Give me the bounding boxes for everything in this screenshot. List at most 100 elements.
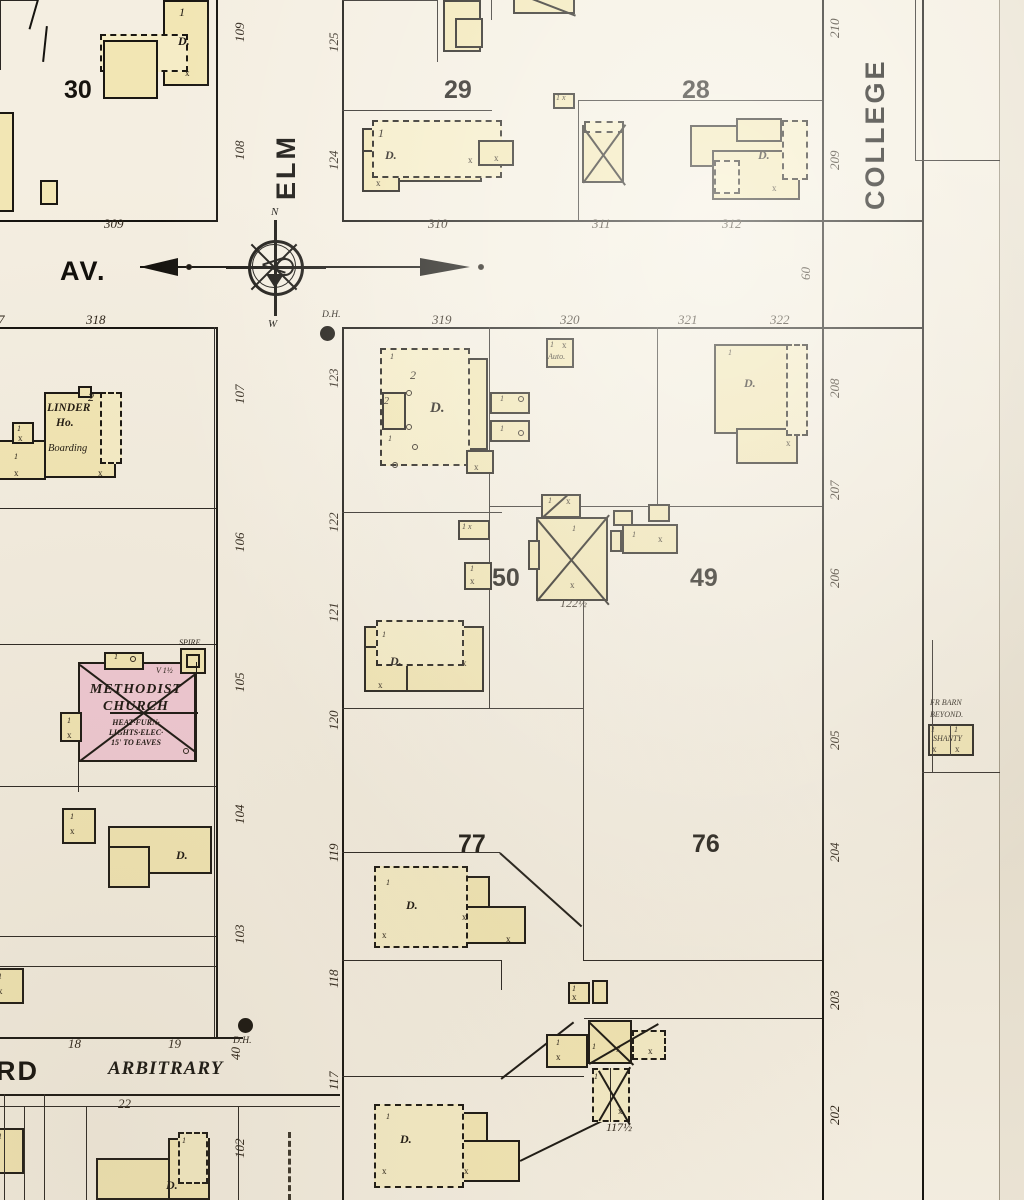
window-122h: x bbox=[570, 580, 575, 590]
hydrant-elm-south bbox=[238, 1018, 253, 1033]
hydrant-label-elm-north: D.H. bbox=[322, 310, 341, 320]
elm-street-west-curb bbox=[216, 0, 218, 222]
lot-line-west-a bbox=[214, 327, 216, 1037]
block-number-49: 49 bbox=[690, 564, 718, 592]
address-320: 320 bbox=[560, 312, 580, 327]
address-317-partial: 7 bbox=[0, 312, 5, 328]
elm-street-east-curb-lower bbox=[342, 327, 344, 1200]
dwelling-label-322: D. bbox=[744, 376, 756, 390]
window-121-b: x bbox=[462, 658, 467, 668]
address-123: 123 bbox=[326, 368, 341, 389]
linder-window-c: x bbox=[98, 468, 103, 478]
window-117h-c: x bbox=[616, 1044, 621, 1054]
lot-line-west-f bbox=[0, 966, 216, 968]
compass-arrow-right bbox=[322, 266, 422, 268]
lot-line-30-b bbox=[0, 0, 38, 2]
window-mark-30: x bbox=[185, 68, 190, 78]
story-322: 1 bbox=[728, 348, 732, 357]
address-107: 107 bbox=[232, 384, 247, 405]
dwelling-label-312: D. bbox=[758, 148, 770, 162]
story-bottom-left: 1 bbox=[182, 1136, 186, 1145]
story-119: 1 bbox=[386, 878, 390, 887]
dot-319-a bbox=[406, 390, 412, 396]
address-205: 205 bbox=[827, 730, 842, 751]
address-103: 103 bbox=[232, 924, 247, 945]
bottom-left-lot-b bbox=[238, 1106, 240, 1200]
dwelling-label-121: D. bbox=[390, 654, 402, 668]
address-204: 204 bbox=[827, 842, 842, 863]
building-319-wing-e1 bbox=[490, 392, 530, 414]
dot-319-f bbox=[518, 430, 524, 436]
building-church-entry-north bbox=[104, 652, 144, 670]
avenue-south-curb-east bbox=[342, 327, 924, 329]
arbitrary-south-curb bbox=[0, 1094, 340, 1096]
compass-west-label: W bbox=[268, 318, 278, 330]
building-49-small-c bbox=[610, 530, 622, 552]
building-312-dash2 bbox=[714, 160, 740, 194]
shanty-window-b: x bbox=[955, 744, 960, 754]
window-319: x bbox=[474, 462, 479, 472]
bottom-left-lot-a bbox=[86, 1106, 88, 1200]
building-50-small-b bbox=[464, 562, 492, 590]
address-202: 202 bbox=[827, 1105, 842, 1126]
building-322-dash bbox=[786, 344, 808, 436]
church-spire-height: V 1½ bbox=[156, 666, 173, 675]
dwelling-label-117: D. bbox=[400, 1132, 412, 1146]
window-103: x bbox=[0, 986, 3, 996]
building-312-dash bbox=[782, 120, 808, 180]
street-label-college: COLLEGE bbox=[860, 58, 890, 210]
auto-garage-label: Auto. bbox=[548, 352, 566, 361]
alley-dashed-line bbox=[288, 1132, 291, 1200]
window-117h-w: x bbox=[556, 1052, 561, 1062]
shanty-story-b: 1 bbox=[954, 725, 958, 734]
lot-line-29-e bbox=[578, 100, 580, 220]
bottom-left-lot-d bbox=[24, 1106, 26, 1200]
auto-garage-window: x bbox=[562, 340, 567, 350]
block-number-30: 30 bbox=[64, 76, 92, 104]
story-319-dash: 1 bbox=[390, 352, 394, 361]
address-125: 125 bbox=[326, 32, 341, 53]
building-118-small-b bbox=[592, 980, 608, 1004]
compass-rose bbox=[226, 220, 326, 316]
window-117: x bbox=[382, 1166, 387, 1176]
building-49-wing bbox=[622, 524, 678, 554]
shanty-lot-line bbox=[922, 772, 1000, 774]
church-entry-window-w: x bbox=[67, 730, 72, 740]
dwelling-label-310: D. bbox=[385, 148, 397, 162]
mark-117h-c: 1 bbox=[592, 1042, 596, 1051]
address-309: 309 bbox=[104, 216, 124, 231]
lot-line-29-b bbox=[342, 110, 492, 112]
auto-garage-story: 1 bbox=[550, 340, 554, 349]
lot-line-c-a bbox=[342, 512, 502, 514]
lot-line-c-h bbox=[342, 960, 502, 962]
story-122h-n: 1 bbox=[548, 496, 552, 505]
dot-319-e bbox=[518, 396, 524, 402]
address-203: 203 bbox=[827, 990, 842, 1011]
college-street-width: 60 bbox=[798, 267, 813, 280]
church-entry-mark-n: 1 bbox=[114, 652, 118, 661]
building-linder-wing bbox=[0, 440, 46, 480]
window-50-b: x bbox=[470, 576, 475, 586]
building-122h-north bbox=[541, 494, 581, 518]
story-117: 1 bbox=[386, 1112, 390, 1121]
arbitrary-width-40: 40 bbox=[228, 1047, 243, 1060]
mark-117h-w: 1 bbox=[556, 1038, 560, 1047]
top-left-corner-curve bbox=[28, 0, 42, 30]
story-319-sw: 1 bbox=[388, 434, 392, 443]
building-49-small-b bbox=[648, 504, 670, 522]
compass-arrow-left-dot bbox=[186, 264, 192, 270]
left-edge-street-stub-b bbox=[4, 1094, 6, 1200]
mark-bottom-left-a: 1 bbox=[0, 1132, 2, 1141]
story-122h: 1 bbox=[572, 524, 576, 533]
lot-line-29-top bbox=[342, 0, 438, 2]
lot-line-29-c bbox=[491, 0, 493, 20]
church-footpath bbox=[78, 762, 80, 792]
address-209: 209 bbox=[827, 150, 842, 171]
compass-arrow-left-head bbox=[140, 258, 178, 276]
address-210: 210 bbox=[827, 18, 842, 39]
linder-mark-a: 1 bbox=[17, 424, 21, 433]
lot-line-29-a bbox=[437, 0, 439, 62]
address-207: 207 bbox=[827, 480, 842, 501]
church-entry-dot-n bbox=[130, 656, 136, 662]
story-319-w: 2 bbox=[384, 396, 389, 407]
